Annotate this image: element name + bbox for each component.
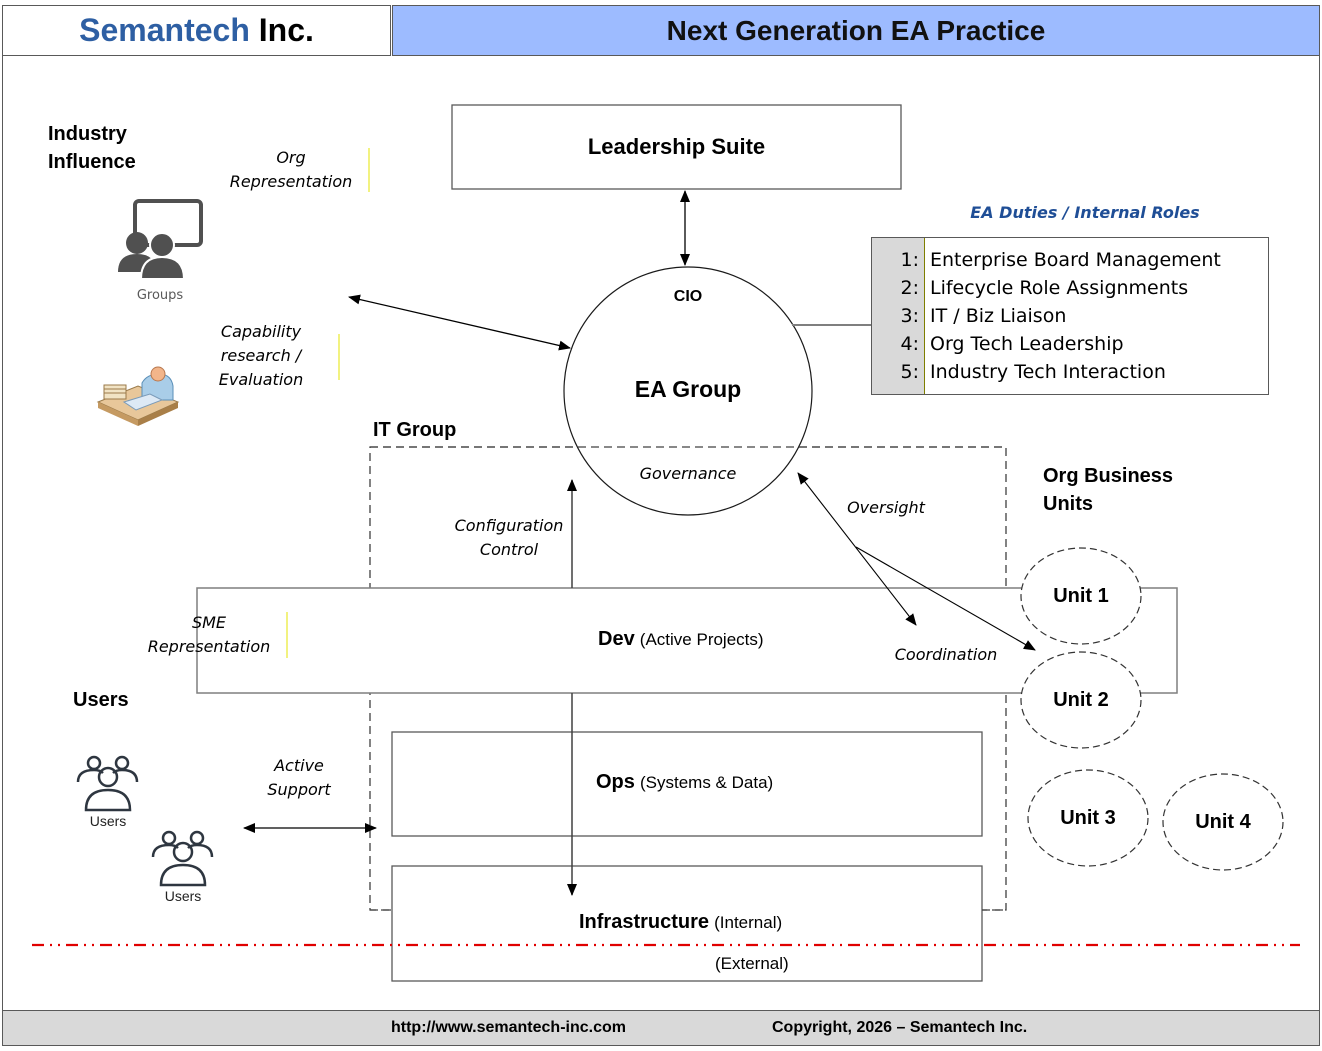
duty-item: 2: Lifecycle Role Assignments (872, 274, 1268, 302)
sme-line1: SME (191, 613, 227, 632)
dev-box (196, 587, 1178, 694)
external-label: (External) (715, 954, 789, 973)
unit-1-label: Unit 1 (1053, 584, 1109, 607)
business-units-heading: Org Business Units (1043, 462, 1173, 518)
unit-1-ellipse (1020, 547, 1142, 645)
unit-4-ellipse (1162, 773, 1284, 871)
brand-inc: Inc. (258, 12, 314, 48)
footer: http://www.semantech-inc.com Copyright, … (2, 1010, 1320, 1046)
duty-text: Lifecycle Role Assignments (930, 277, 1189, 299)
unit-3-ellipse (1027, 769, 1149, 867)
leadership-suite-label: Leadership Suite (587, 134, 766, 159)
duty-number: 5: (900, 361, 920, 383)
org-rep-line1: Org (276, 148, 306, 167)
duty-text: Enterprise Board Management (930, 249, 1221, 271)
cio-label: CIO (673, 288, 703, 305)
coordination-arrow (855, 546, 1036, 651)
org-rep-line2: Representation (229, 172, 353, 191)
company-name: Semantech Inc. (79, 12, 314, 49)
dev-label: Dev (Active Projects) (598, 628, 764, 651)
ops-label: Ops (Systems & Data) (596, 771, 773, 794)
duty-item: 1: Enterprise Board Management (872, 246, 1268, 274)
industry-ea-arrow (348, 294, 571, 351)
active-support-label: Active Support (250, 754, 348, 802)
sme-line2: Representation (147, 637, 271, 656)
infrastructure-label: Infrastructure (Internal) (579, 911, 782, 934)
footer-url[interactable]: http://www.semantech-inc.com (391, 1019, 626, 1036)
dev-title: Dev (598, 628, 635, 650)
industry-heading-line1: Industry (48, 123, 127, 145)
users-caption-1: Users (89, 813, 127, 829)
capability-line1: Capability (220, 322, 302, 341)
support-line2: Support (267, 780, 331, 799)
unit-3-label: Unit 3 (1060, 806, 1116, 829)
capability-line3: Evaluation (218, 370, 304, 389)
industry-heading-line2: Influence (48, 151, 136, 173)
ops-title: Ops (596, 771, 635, 793)
page-title: Next Generation EA Practice (666, 14, 1046, 46)
org-representation-label: Org Representation (220, 146, 362, 194)
duties-title: EA Duties / Internal Roles (970, 203, 1200, 222)
ea-group-label: EA Group (634, 376, 742, 402)
infrastructure-subtitle: (Internal) (714, 913, 783, 932)
capability-research-label: Capability research / Evaluation (205, 320, 317, 392)
sme-representation-label: SME Representation (140, 611, 278, 659)
capability-line2: research / (220, 346, 302, 365)
ea-group-circle (563, 266, 813, 516)
users-icon-2 (151, 830, 214, 887)
title-header: Next Generation EA Practice (392, 5, 1320, 56)
ops-box (391, 731, 983, 837)
unit-2-ellipse (1020, 651, 1142, 749)
duty-number: 2: (900, 277, 920, 299)
oversight-label: Oversight (847, 498, 925, 517)
leadership-box (451, 104, 902, 190)
duty-number: 4: (900, 333, 920, 355)
unit-4-label: Unit 4 (1195, 810, 1251, 833)
ops-subtitle: (Systems & Data) (640, 773, 774, 792)
duty-text: IT / Biz Liaison (930, 305, 1067, 327)
business-units-line2: Units (1043, 493, 1093, 515)
config-line1: Configuration (454, 516, 564, 535)
brand-semantech: Semantech (79, 12, 250, 48)
business-units-line1: Org Business (1043, 465, 1174, 487)
support-line1: Active (274, 756, 324, 775)
duty-number: 3: (900, 305, 920, 327)
leadership-suite: Leadership Suite (452, 105, 901, 189)
dev-subtitle: (Active Projects) (639, 630, 764, 649)
groups-icon (118, 199, 203, 280)
duty-text: Org Tech Leadership (930, 333, 1124, 355)
oversight-arrow (797, 472, 917, 626)
duties-number-column (872, 238, 925, 394)
unit-2-label: Unit 2 (1053, 688, 1109, 711)
config-line2: Control (479, 540, 539, 559)
duty-item: 3: IT / Biz Liaison (872, 302, 1268, 330)
researcher-icon (96, 366, 180, 426)
duty-item: 5: Industry Tech Interaction (872, 358, 1268, 386)
users-caption-2: Users (164, 888, 202, 904)
configuration-control-label: Configuration Control (445, 514, 573, 562)
duty-number: 1: (900, 249, 920, 271)
duties-list: 1: Enterprise Board Management 2: Lifecycl… (871, 237, 1269, 395)
duty-text: Industry Tech Interaction (930, 361, 1166, 383)
industry-influence-heading: Industry Influence (48, 120, 136, 176)
users-icon-1 (76, 755, 139, 812)
groups-caption: Groups (136, 288, 184, 303)
footer-copyright: Copyright, 2026 – Semantech Inc. (772, 1019, 1028, 1036)
company-header: Semantech Inc. (2, 5, 391, 56)
duty-item: 4: Org Tech Leadership (872, 330, 1268, 358)
infrastructure-title: Infrastructure (579, 911, 710, 933)
users-heading: Users (73, 689, 129, 711)
infrastructure-box (391, 865, 983, 982)
governance-label: Governance (639, 464, 737, 483)
coordination-label: Coordination (894, 645, 998, 664)
it-group-label: IT Group (373, 419, 457, 441)
